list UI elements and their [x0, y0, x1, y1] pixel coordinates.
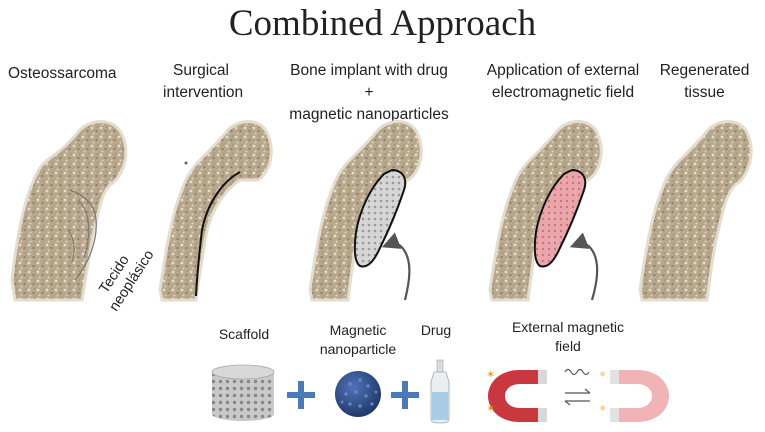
label-field: External magnetic field — [502, 318, 634, 356]
implant-scaffold — [353, 168, 407, 268]
implant-heated — [533, 168, 587, 268]
stage-label-line: electromagnetic field — [491, 84, 635, 101]
diagram-title: Combined Approach — [228, 3, 537, 44]
nanoparticle-icon — [335, 371, 381, 417]
stage-label-surgical: Surgical intervention — [163, 60, 273, 104]
magnet-red-icon: ✶ ✶ — [486, 368, 547, 422]
stage-label-regenerated: Regenerated tissue — [652, 60, 757, 104]
wave-icon — [564, 368, 590, 376]
bone-field — [488, 120, 603, 302]
label-line: field — [555, 338, 581, 354]
svg-text:✶: ✶ — [486, 368, 495, 381]
stage-label-line: tissue — [684, 84, 725, 101]
stage-label-line: + — [364, 84, 374, 101]
stage-label-line: magnetic nanoparticles — [289, 106, 449, 123]
bone-regenerated — [638, 120, 753, 302]
bone-osteosarcoma — [10, 120, 128, 302]
scaffold-icon — [211, 364, 275, 421]
stage-label-osteosarcoma: Osteossarcoma — [8, 63, 138, 85]
stage-label-implant: Bone implant with drug + magnetic nanopa… — [276, 60, 462, 126]
bone-implant — [308, 120, 423, 302]
svg-text:✶: ✶ — [598, 402, 607, 415]
svg-text:✶: ✶ — [486, 402, 495, 415]
plus-icon — [391, 381, 419, 409]
bone-surgical — [158, 120, 273, 302]
label-scaffold: Scaffold — [218, 326, 270, 342]
label-drug: Drug — [420, 322, 452, 338]
stage-label-line: Osteossarcoma — [8, 65, 117, 82]
stage-label-line: intervention — [163, 84, 244, 101]
label-line: External magnetic — [511, 319, 625, 335]
stage-label-line: Bone implant with drug — [290, 62, 448, 79]
swap-arrows-icon — [564, 388, 591, 406]
stage-label-line: Regenerated — [659, 62, 750, 79]
stage-label-line: Application of external — [486, 62, 640, 79]
plus-icon — [287, 381, 315, 409]
drug-vial-icon — [430, 359, 450, 424]
stage-label-field: Application of external electromagnetic … — [468, 60, 658, 104]
label-line: Magnetic — [329, 322, 387, 338]
svg-text:✶: ✶ — [598, 368, 607, 381]
label-nanoparticle: Magnetic nanoparticle — [310, 321, 406, 359]
stage-label-line: Surgical — [173, 62, 229, 79]
label-line: nanoparticle — [319, 341, 397, 357]
magnet-pink-icon: ✶ ✶ — [598, 368, 669, 422]
